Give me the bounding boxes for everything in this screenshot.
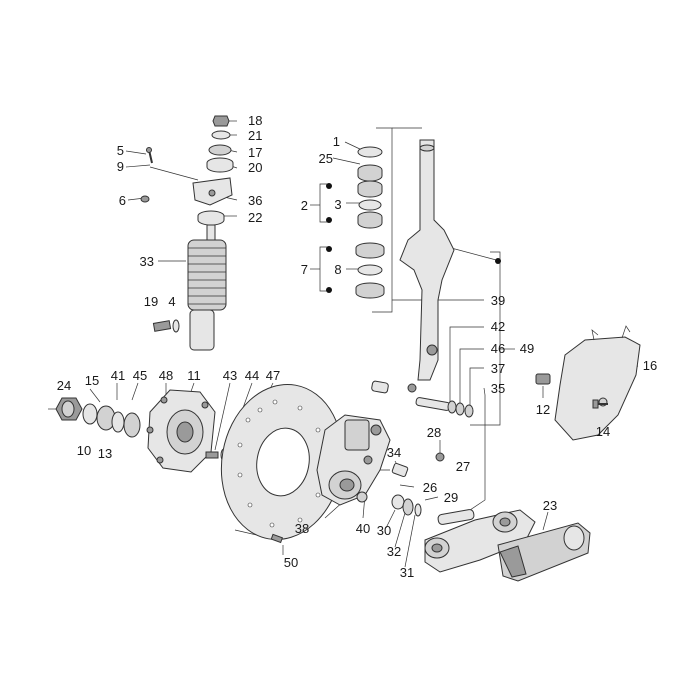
- brake-caliper-knuckle: [316, 414, 391, 506]
- callout-39: 39: [491, 293, 505, 308]
- fork-cover: [554, 325, 641, 441]
- callout-35: 35: [491, 381, 505, 396]
- callout-6: 6: [119, 193, 126, 208]
- rubber-bush-20: [206, 157, 234, 173]
- shock-bolt: [152, 320, 172, 332]
- callout-36: 36: [248, 193, 262, 208]
- shock-body: [189, 309, 215, 351]
- rubber-bush-22: [197, 210, 225, 226]
- callout-4: 4: [168, 294, 175, 309]
- callout-32: 32: [387, 544, 401, 559]
- callout-23: 23: [543, 498, 557, 513]
- callout-42: 42: [491, 319, 505, 334]
- callout-17: 17: [248, 145, 262, 160]
- callout-16: 16: [643, 358, 657, 373]
- callout-labels: 1 2 3 4 5 6 7 8 9 10 11 12 13 14 15 16 1…: [57, 113, 657, 580]
- callout-40: 40: [356, 521, 370, 536]
- assembly-dots: [326, 183, 501, 293]
- callout-15: 15: [85, 373, 99, 388]
- callout-18: 18: [248, 113, 262, 128]
- callout-48: 48: [159, 368, 173, 383]
- callout-5: 5: [117, 143, 124, 158]
- callout-10: 10: [77, 443, 91, 458]
- washer-17: [208, 144, 232, 156]
- callout-25: 25: [319, 151, 333, 166]
- callout-7: 7: [301, 262, 308, 277]
- callout-2: 2: [301, 198, 308, 213]
- callout-43: 43: [223, 368, 237, 383]
- callout-50: 50: [284, 555, 298, 570]
- hub-11: [146, 389, 216, 473]
- small-hardware: [356, 462, 422, 517]
- swing-arm-cover: [497, 522, 591, 582]
- callout-14: 14: [596, 424, 610, 439]
- callout-1: 1: [333, 134, 340, 149]
- callout-19: 19: [144, 294, 158, 309]
- callout-28: 28: [427, 425, 441, 440]
- callout-26: 26: [423, 480, 437, 495]
- callout-20: 20: [248, 160, 262, 175]
- steering-fork-tube: [399, 139, 455, 393]
- callout-30: 30: [377, 523, 391, 538]
- callout-13: 13: [98, 446, 112, 461]
- callout-24: 24: [57, 378, 71, 393]
- callout-21: 21: [248, 128, 262, 143]
- callout-37: 37: [491, 361, 505, 376]
- callout-46: 46: [491, 341, 505, 356]
- callout-9: 9: [117, 159, 124, 174]
- callout-29: 29: [444, 490, 458, 505]
- callout-45: 45: [133, 368, 147, 383]
- swing-arm: [424, 509, 536, 573]
- callout-44: 44: [245, 368, 259, 383]
- washer-21: [211, 130, 231, 140]
- callout-47: 47: [266, 368, 280, 383]
- callout-34: 34: [387, 445, 401, 460]
- callout-31: 31: [400, 565, 414, 580]
- callout-27: 27: [456, 459, 470, 474]
- callout-8: 8: [334, 262, 341, 277]
- callout-11: 11: [187, 368, 201, 383]
- clip-12: [535, 373, 551, 385]
- shock-spring-boot: [187, 239, 227, 311]
- shock-top-nut: [212, 115, 230, 127]
- brake-disc: [220, 383, 344, 541]
- callout-49: 49: [520, 341, 534, 356]
- callout-38: 38: [295, 521, 309, 536]
- callout-22: 22: [248, 210, 262, 225]
- wheel-hub-assembly: [55, 389, 228, 473]
- callout-33: 33: [140, 254, 154, 269]
- callout-12: 12: [536, 402, 550, 417]
- callout-3: 3: [334, 197, 341, 212]
- axle-parts: [371, 380, 474, 418]
- steering-bearings: [355, 146, 385, 299]
- shock-absorber-assembly: [140, 115, 234, 351]
- callout-41: 41: [111, 368, 125, 383]
